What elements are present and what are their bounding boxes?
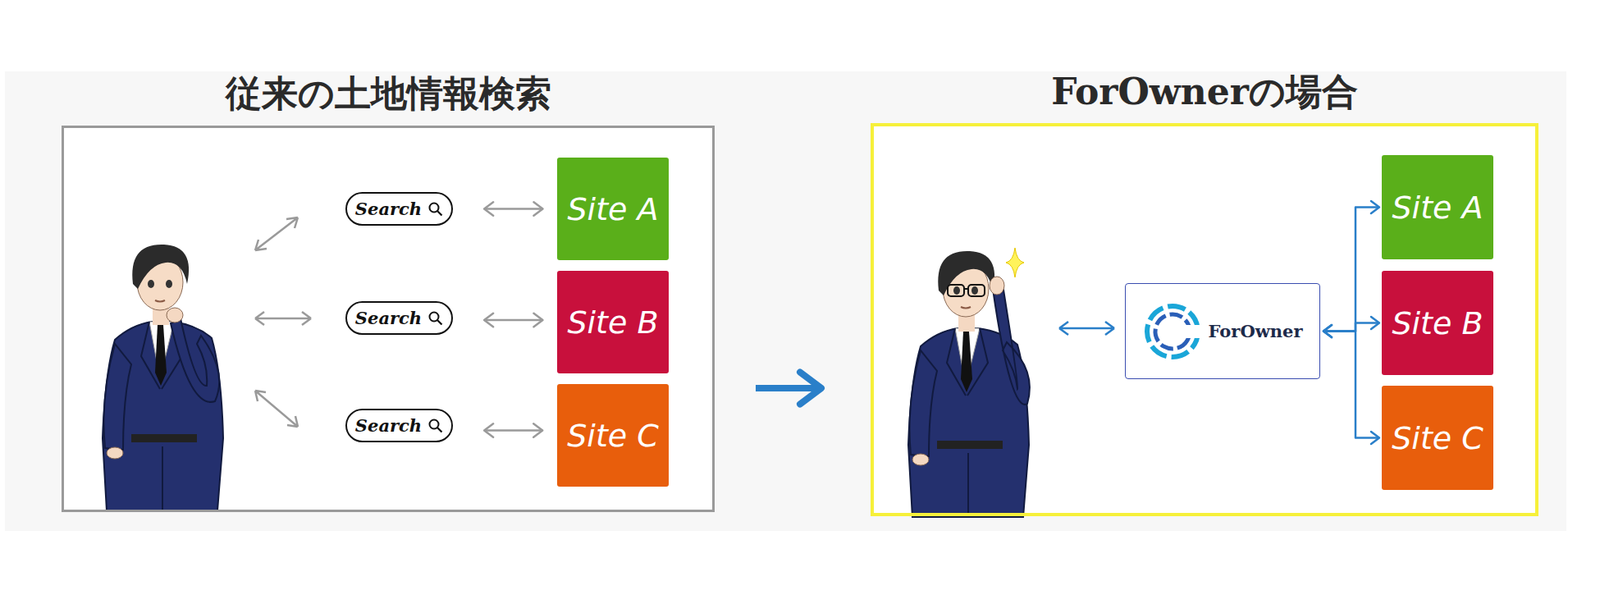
connector	[1323, 324, 1380, 444]
site-box: Site A	[557, 157, 668, 261]
site-box: Site B	[557, 270, 668, 374]
panel-box: 従来の土地情報検索SearchSearchSearchSite ASite BS…	[61, 125, 715, 512]
node-label: Site A	[566, 191, 659, 228]
node-label: Site C	[566, 417, 659, 454]
search-icon	[428, 418, 444, 434]
user-arrow	[1059, 321, 1115, 335]
panel-box: ForOwnerの場合ForOwnerSite ASite BSite C	[870, 123, 1539, 517]
search-box: Search	[345, 192, 453, 226]
logo-icon	[1142, 301, 1203, 362]
connector	[755, 372, 822, 405]
node-label: Site B	[1391, 305, 1483, 342]
panel-heading: 従来の土地情報検索	[31, 69, 746, 119]
node-label: Search	[355, 415, 422, 436]
node-label: Search	[355, 198, 422, 220]
site-box: Site B	[1381, 270, 1494, 375]
node-label: Site A	[1391, 189, 1483, 226]
connector	[484, 201, 543, 216]
logo-box: ForOwner	[1124, 283, 1321, 380]
connector	[484, 313, 543, 328]
connector	[484, 423, 543, 438]
node-label: Site B	[566, 304, 659, 341]
search-box: Search	[345, 301, 453, 335]
search-icon	[428, 310, 444, 326]
gaze-arrows	[255, 217, 311, 427]
site-box: Site A	[1381, 155, 1494, 260]
site-box: Site C	[557, 384, 669, 487]
smart-man	[908, 247, 1030, 517]
connector	[1323, 201, 1380, 338]
thinking-man	[102, 244, 224, 511]
search-icon	[428, 201, 444, 217]
node-label: Search	[355, 307, 422, 329]
node-label: ForOwner	[1208, 320, 1303, 342]
site-box: Site C	[1381, 385, 1494, 490]
search-box: Search	[345, 408, 453, 443]
node-label: Site C	[1391, 420, 1484, 457]
connector	[1323, 316, 1380, 338]
panel-heading: ForOwnerの場合	[841, 68, 1568, 117]
